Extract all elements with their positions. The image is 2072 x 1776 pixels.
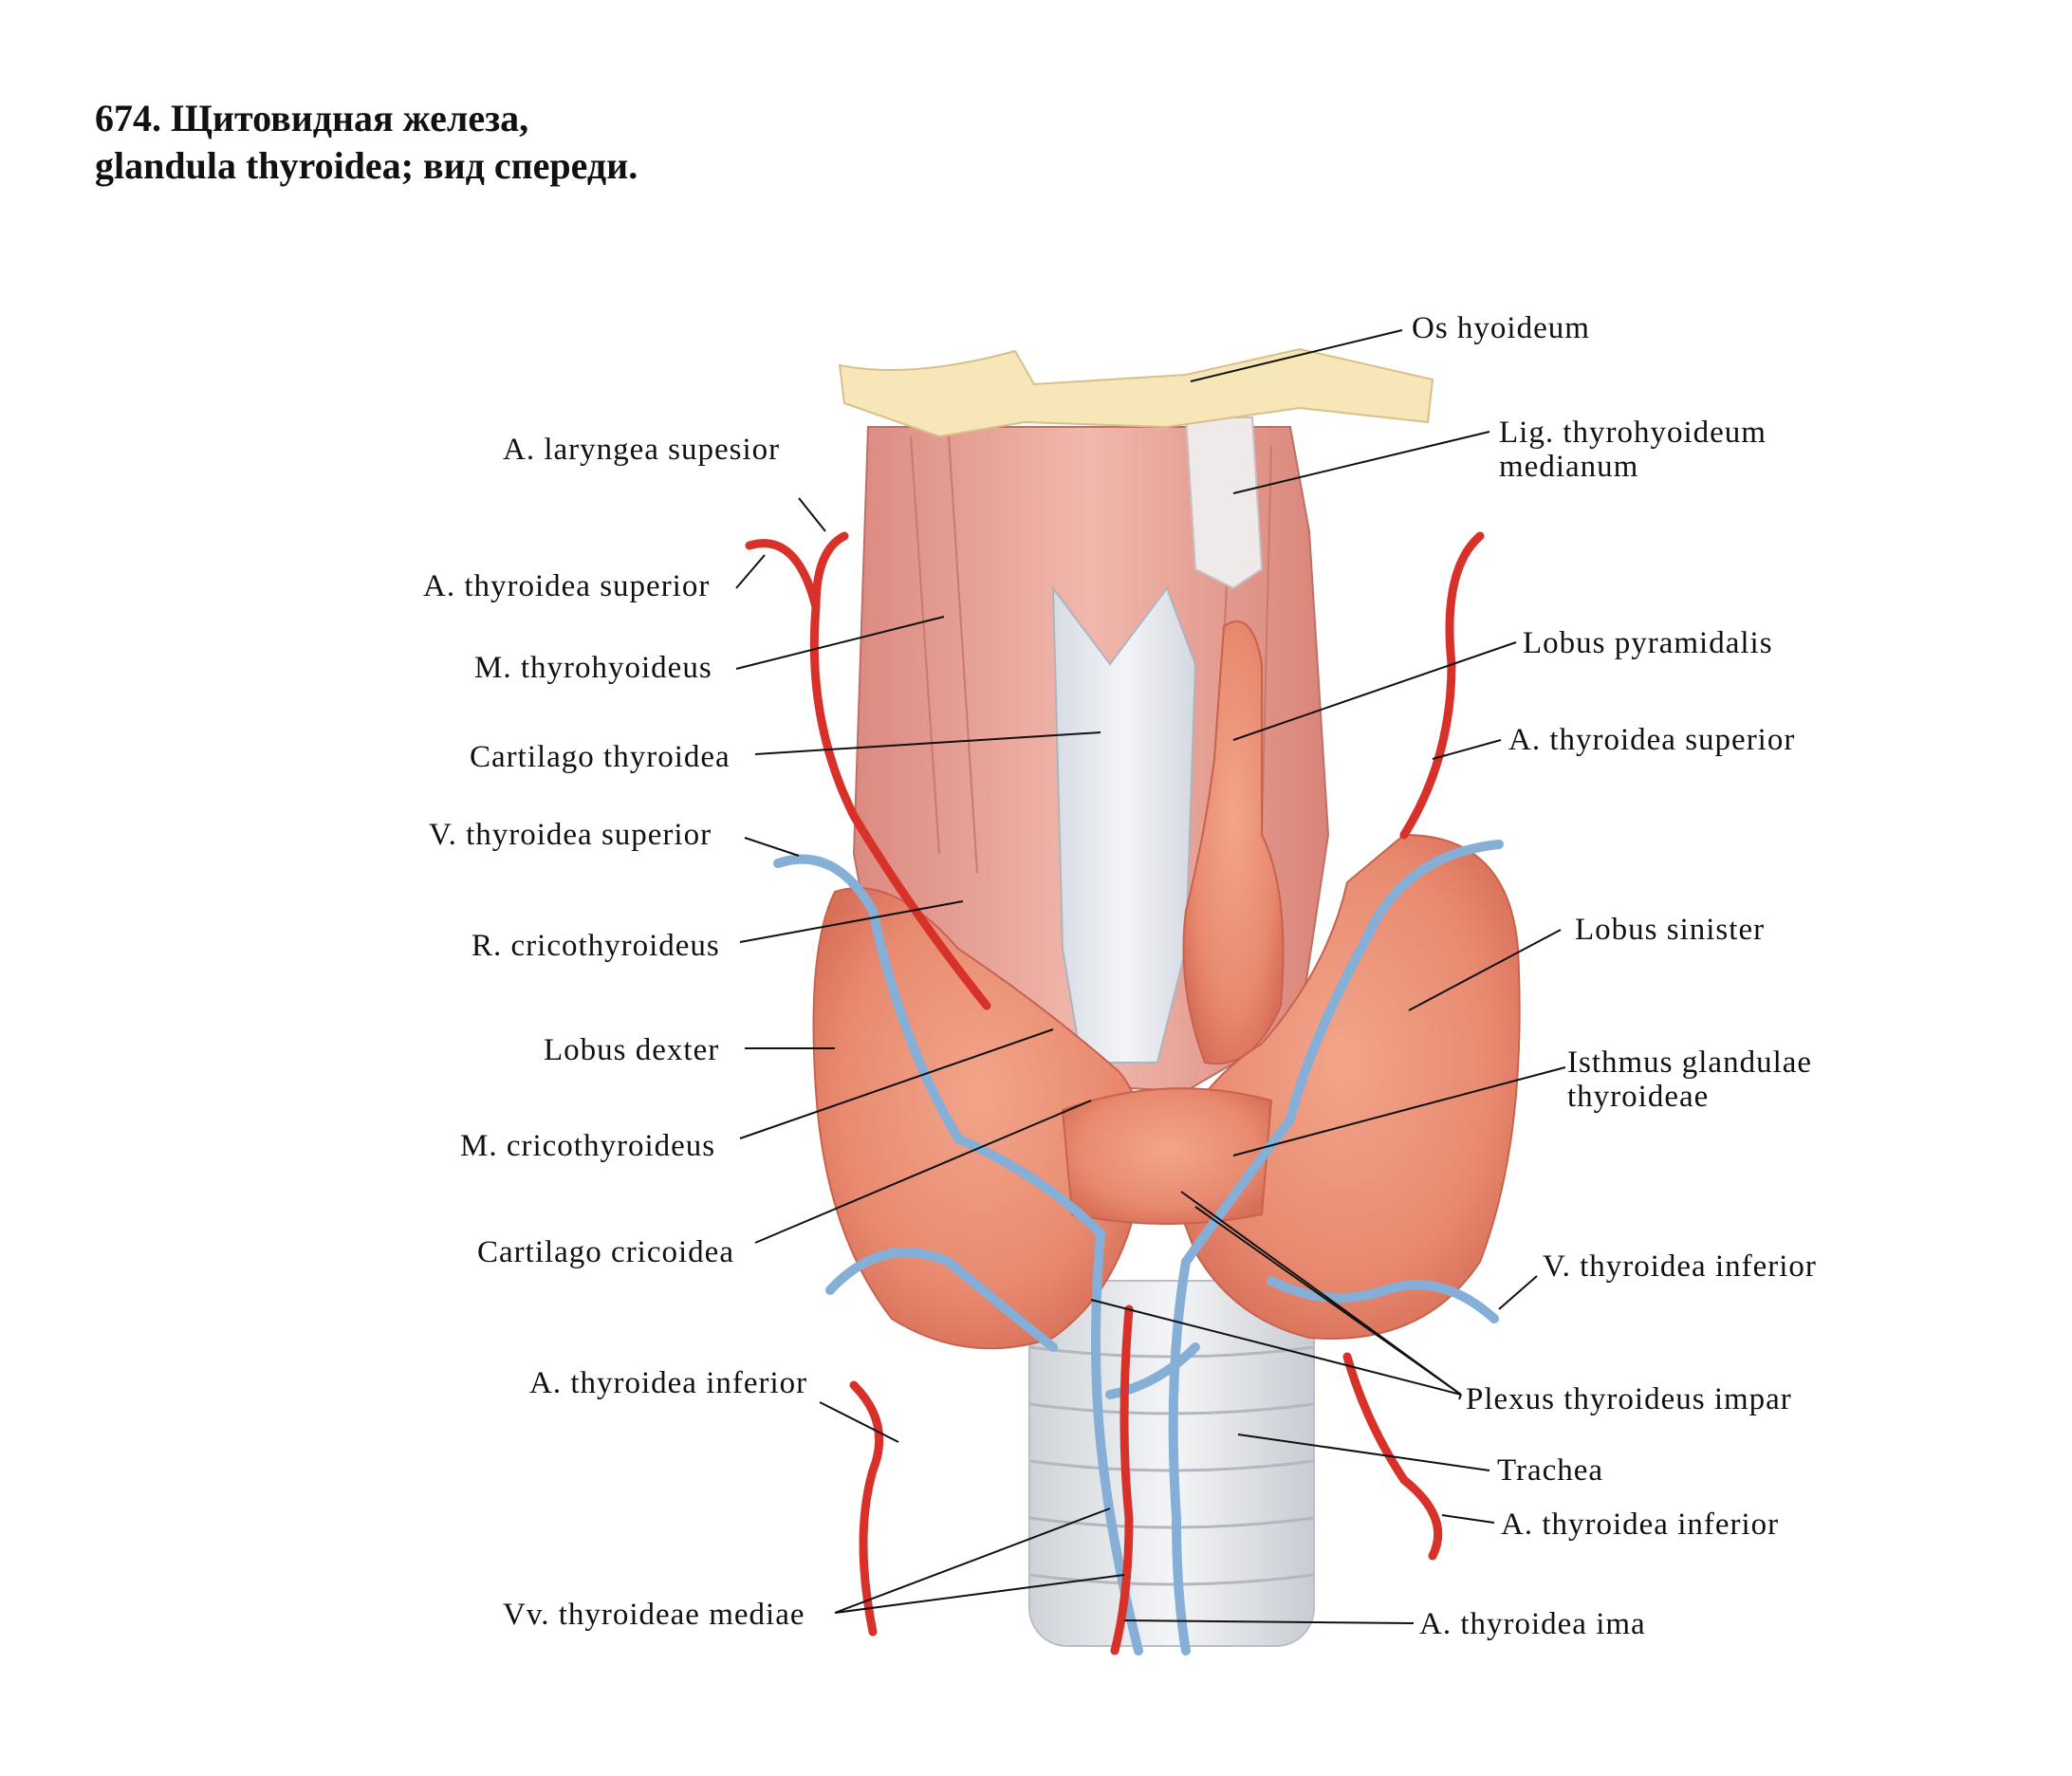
label-m-thyrohyoideus: M. thyrohyoideus — [474, 651, 712, 685]
label-lobus-pyramidalis: Lobus pyramidalis — [1523, 626, 1773, 660]
label-v-thyroidea-superior: V. thyroidea superior — [429, 818, 712, 852]
label-a-thyroidea-superior-left: A. thyroidea superior — [1508, 723, 1795, 757]
label-a-thyroidea-inferior-right: A. thyroidea inferior — [529, 1366, 807, 1400]
label-plexus-thyroideus-impar: Plexus thyroideus impar — [1466, 1382, 1792, 1416]
label-v-thyroidea-inferior: V. thyroidea inferior — [1543, 1249, 1817, 1284]
label-vv-thyroideae-mediae: Vv. thyroideae mediae — [503, 1598, 805, 1632]
label-isthmus-2: thyroideae — [1567, 1080, 1709, 1114]
caption-line-2: glandula thyroidea; вид спереди. — [95, 144, 638, 187]
label-a-thyroidea-inferior-left: A. thyroidea inferior — [1501, 1508, 1779, 1542]
label-trachea: Trachea — [1497, 1453, 1603, 1488]
label-lig-thyrohyoideum-1: Lig. thyrohyoideum — [1499, 416, 1767, 450]
label-a-laryngea-superior: A. laryngea supesior — [503, 433, 780, 467]
caption-line-1: 674. Щитовидная железа, — [95, 97, 529, 139]
thyroid-cartilage-shape — [1051, 584, 1197, 1064]
label-cartilago-thyroidea: Cartilago thyroidea — [470, 740, 731, 774]
median-ligament-shape — [1184, 416, 1264, 590]
label-isthmus-1: Isthmus glandulae — [1567, 1045, 1812, 1080]
label-a-thyroidea-superior-right: A. thyroidea superior — [423, 569, 710, 603]
label-lobus-sinister: Lobus sinister — [1575, 913, 1765, 947]
label-r-cricothyroideus: R. cricothyroideus — [472, 929, 720, 963]
veins — [773, 840, 1504, 1656]
label-cartilago-cricoidea: Cartilago cricoidea — [477, 1235, 734, 1269]
label-lig-thyrohyoideum-2: medianum — [1499, 450, 1638, 484]
label-a-thyroidea-ima: A. thyroidea ima — [1419, 1607, 1646, 1641]
label-lobus-dexter: Lobus dexter — [544, 1033, 719, 1067]
figure-caption: 674. Щитовидная железа, glandula thyroid… — [95, 95, 638, 190]
hyoid-bone-shape — [838, 347, 1434, 438]
label-os-hyoideum: Os hyoideum — [1412, 311, 1590, 345]
label-m-cricothyroideus: M. cricothyroideus — [460, 1129, 715, 1163]
leader-lines — [735, 329, 1566, 1624]
